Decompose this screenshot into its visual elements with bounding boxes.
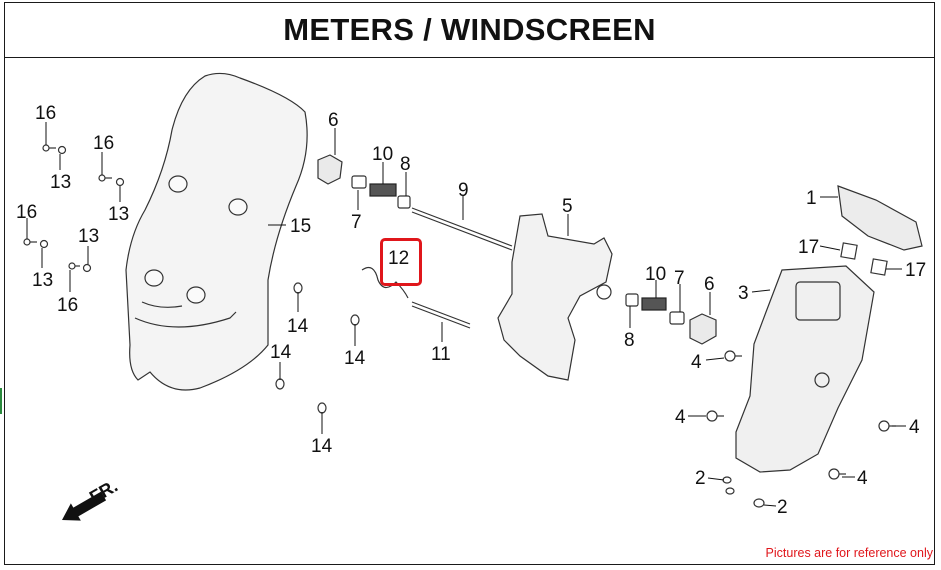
- callout-5: 5: [562, 196, 573, 217]
- callout-16: 16: [57, 295, 78, 316]
- callout-14: 14: [344, 348, 366, 369]
- callout-1: 1: [806, 188, 817, 209]
- callout-4: 4: [691, 352, 702, 373]
- callout-11: 11: [431, 344, 451, 365]
- callout-15: 15: [290, 216, 311, 237]
- callout-4: 4: [675, 407, 686, 428]
- callout-8: 8: [400, 154, 411, 175]
- callout-7: 7: [351, 212, 362, 233]
- windscreen-part: [125, 72, 308, 391]
- reference-caption: Pictures are for reference only: [765, 546, 933, 560]
- meter-case-part: [735, 265, 875, 473]
- callout-6: 6: [704, 274, 715, 295]
- callout-9: 9: [458, 180, 469, 201]
- callout-2: 2: [777, 497, 788, 518]
- highlighted-part-12: [380, 238, 422, 286]
- callout-2: 2: [695, 468, 706, 489]
- callout-6: 6: [328, 110, 339, 131]
- windscreen-bracket-part: [497, 213, 613, 381]
- callout-10: 10: [645, 264, 666, 285]
- callout-3: 3: [738, 283, 749, 304]
- callout-10: 10: [372, 144, 393, 165]
- callout-16: 16: [35, 103, 56, 124]
- front-direction-arrow-icon: [62, 491, 107, 521]
- page-title: METERS / WINDSCREEN: [283, 11, 656, 47]
- callout-13: 13: [50, 172, 71, 193]
- diagram-frame: [4, 2, 935, 565]
- meter-part: [837, 185, 923, 251]
- callout-14: 14: [311, 436, 333, 457]
- callout-14: 14: [270, 342, 292, 363]
- callout-12: 12: [388, 248, 409, 269]
- callout-17: 17: [798, 237, 819, 258]
- callout-17: 17: [905, 260, 926, 281]
- edge-marker: [0, 388, 2, 414]
- callout-4: 4: [857, 468, 868, 489]
- callout-16: 16: [93, 133, 114, 154]
- callout-13: 13: [78, 226, 99, 247]
- callout-13: 13: [108, 204, 129, 225]
- callout-13: 13: [32, 270, 53, 291]
- callout-7: 7: [674, 268, 685, 289]
- callout-16: 16: [16, 202, 37, 223]
- callout-8: 8: [624, 330, 635, 351]
- callout-4: 4: [909, 417, 920, 438]
- callout-14: 14: [287, 316, 309, 337]
- title-bar: METERS / WINDSCREEN: [4, 2, 935, 58]
